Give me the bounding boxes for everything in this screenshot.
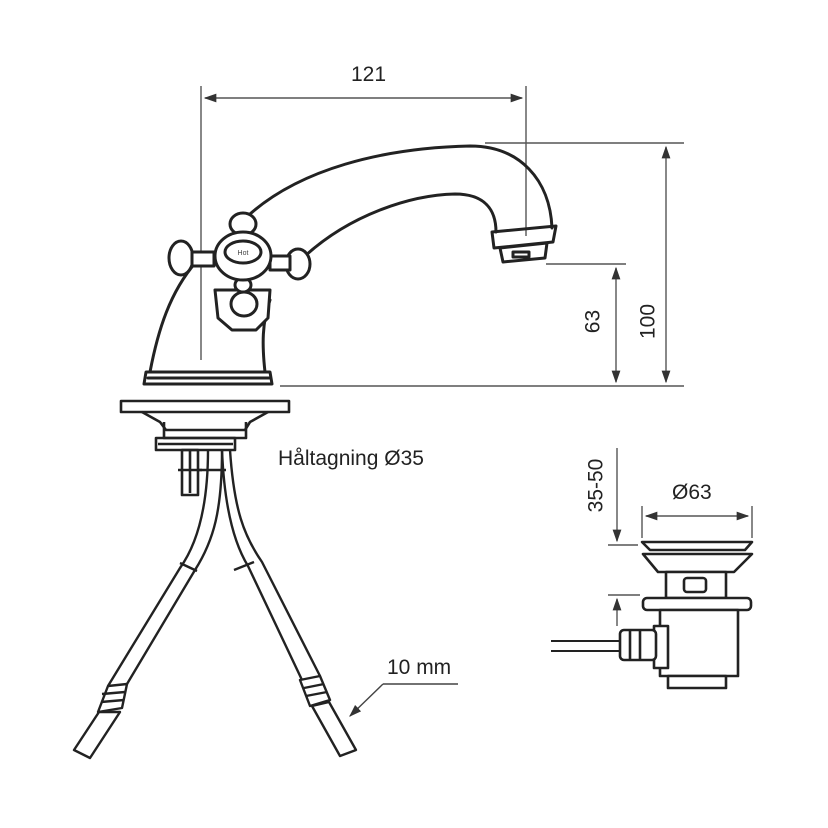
height-dimensions [280, 142, 684, 387]
reach-dimension [200, 86, 527, 360]
mounting-base [119, 399, 291, 497]
waste-dimensions [608, 448, 753, 626]
hole-size-note: Håltagning Ø35 [278, 447, 424, 470]
flexible-hoses [72, 449, 358, 760]
hose-diameter-note: 10 mm [387, 656, 452, 679]
total-height-label: 100 [636, 303, 660, 340]
reach-dimension-label: 121 [351, 63, 387, 86]
waste-diameter-label: Ø63 [672, 481, 712, 504]
outlet-height-label: 63 [581, 309, 605, 334]
cross-handle [167, 211, 312, 332]
waste-depth-label: 35-50 [584, 458, 608, 513]
hose-leader [349, 683, 458, 717]
handle-cap-label: Hot [238, 250, 249, 257]
tap-body [142, 144, 558, 386]
lever-rod [551, 640, 620, 652]
pop-up-waste [618, 540, 754, 690]
